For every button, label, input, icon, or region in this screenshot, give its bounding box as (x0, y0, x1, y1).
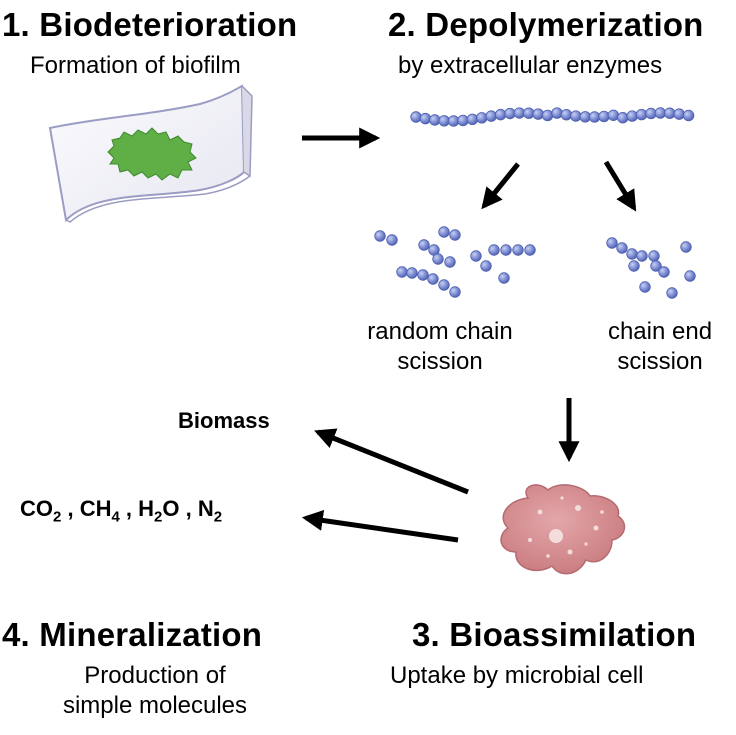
polymer-bead (476, 112, 488, 124)
biomass-label: Biomass (178, 408, 270, 433)
polymer-bead (635, 108, 648, 121)
polymer-bead (645, 107, 657, 120)
polymer-fragment-bead (427, 273, 439, 285)
polymer-fragment-bead (438, 226, 450, 238)
arrow-to-simple-molecules (301, 510, 459, 543)
polymer-bead (570, 110, 582, 122)
microbial-cell-icon (500, 484, 626, 575)
polymer-bead (626, 110, 638, 122)
polymer-bead (429, 114, 441, 126)
monomer-bead (666, 287, 678, 299)
random-chain-scission-fragments (374, 226, 536, 298)
polymer-fragment-bead (500, 244, 512, 256)
formula-separator: , (61, 496, 80, 521)
polymer-bead (682, 109, 695, 122)
stage-4-subtitle: Production of simple molecules (30, 662, 280, 720)
polymer-bead (617, 112, 629, 124)
arrow-to-biomass (314, 428, 469, 495)
polymer-bead (541, 109, 554, 122)
polymer-fragment-bead (512, 244, 524, 256)
polymer-fragment-bead (418, 239, 430, 251)
stage-4-subtitle-line1: Production of (84, 662, 226, 689)
formula-separator: , (119, 496, 139, 521)
monomer-bead (658, 266, 670, 278)
polymer-fragment-bead (396, 266, 408, 278)
stage-4-title: 4. Mineralization (2, 616, 263, 653)
polymer-fragment-bead (386, 234, 398, 246)
molecule-formula: H2O (138, 496, 180, 526)
polymer-fragment-bead (470, 250, 482, 262)
polymer-bead (504, 107, 516, 120)
stage-1-subtitle: Formation of biofilm (30, 52, 241, 79)
polymer-bead (551, 107, 563, 119)
molecule-formula: CH4 (79, 496, 120, 526)
polymer-bead (588, 111, 601, 123)
polymer-bead (664, 107, 676, 119)
stage-1-title: 1. Biodeterioration (2, 6, 298, 43)
chain-end-scission-fragments (606, 237, 696, 299)
stage-2-title: 2. Depolymerization (388, 6, 704, 43)
polymer-bead (598, 110, 610, 123)
polymer-bead (607, 109, 620, 121)
polymer-fragment-bead (432, 253, 444, 265)
simple-molecules-formula: CO2 , CH4 , H2O , N2 (20, 496, 222, 525)
polymer-bead (532, 108, 544, 120)
stage-2-subtitle: by extracellular enzymes (398, 52, 663, 79)
chain-end-scission-label: chain end scission (580, 318, 736, 376)
polymer-chain (410, 107, 695, 127)
random-chain-scission-label: random chain scission (340, 318, 540, 376)
polymer-bead (560, 108, 573, 121)
monomer-bead (636, 250, 648, 262)
polymer-fragment-bead (449, 286, 461, 298)
monomer-bead (639, 281, 651, 293)
polymer-bead (494, 108, 507, 121)
chain-end-scission-line2: scission (617, 348, 703, 375)
polymer-bead (673, 108, 685, 120)
polymer-fragment-bead (374, 230, 386, 242)
polymer-bead (447, 115, 460, 127)
polymer-fragment-bead (438, 279, 450, 291)
polymer-bead (466, 113, 479, 126)
formula-separator: , (179, 496, 198, 521)
polymer-fragment-bead (449, 229, 461, 241)
polymer-bead (419, 112, 432, 125)
arrow-to-end-scission (603, 160, 637, 212)
polymer-bead (410, 111, 422, 123)
monomer-bead (606, 237, 618, 249)
monomer-bead (680, 241, 692, 253)
chain-end-scission-line1: chain end (607, 318, 713, 345)
random-chain-scission-line1: random chain (367, 318, 513, 345)
polymer-bead (523, 107, 535, 119)
arrow-to-random-scission (481, 162, 520, 210)
biofilm-icon (107, 127, 197, 181)
polymer-fragment-bead (406, 267, 418, 279)
polymer-bead (485, 110, 497, 122)
stage-3-title: 3. Bioassimilation (412, 616, 697, 653)
monomer-bead (626, 248, 638, 260)
stage-3-subtitle: Uptake by microbial cell (390, 662, 644, 689)
monomer-bead (628, 260, 640, 272)
random-chain-scission-line2: scission (397, 348, 483, 375)
stage-4-subtitle-line2: simple molecules (62, 692, 248, 719)
monomer-bead (616, 242, 628, 254)
polymer-fragment-bead (498, 272, 510, 284)
polymer-bead (457, 114, 469, 127)
monomer-bead (648, 250, 660, 262)
molecule-formula: N2 (197, 496, 223, 526)
polymer-fragment-bead (444, 256, 456, 268)
polymer-fragment-bead (488, 244, 500, 256)
monomer-bead (650, 260, 662, 272)
polymer-fragment-bead (524, 244, 536, 256)
molecule-formula: CO2 (20, 496, 62, 526)
polymer-fragment-bead (480, 260, 492, 272)
polymer-fragment-bead (417, 269, 429, 281)
monomer-bead (684, 270, 696, 282)
